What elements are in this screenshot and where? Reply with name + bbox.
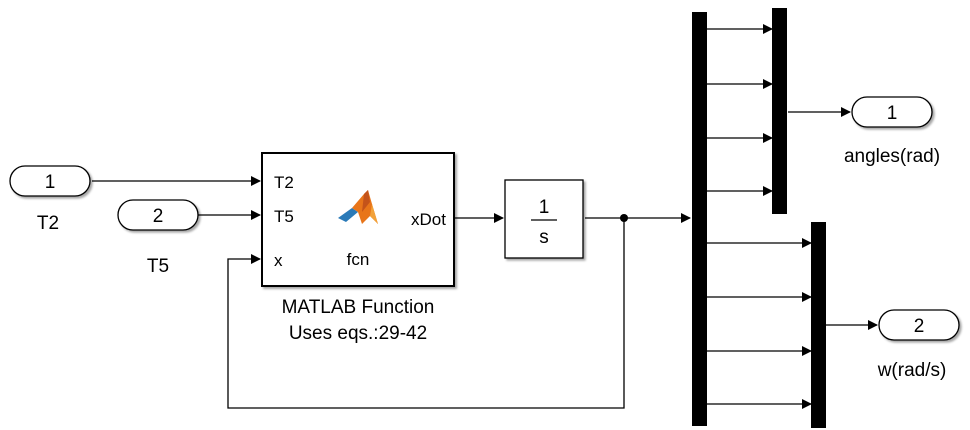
outport-block-1[interactable]: 1 — [851, 96, 933, 128]
inport-2-label: T5 — [147, 256, 169, 277]
inport-2-number: 2 — [153, 206, 164, 227]
matlab-function-caption-1: MATLAB Function — [282, 297, 435, 318]
outport-1-label: angles(rad) — [844, 146, 940, 167]
fcn-label: fcn — [347, 250, 370, 269]
branch-point — [620, 214, 628, 222]
matlab-logo-icon — [338, 190, 378, 224]
integrator-numerator: 1 — [539, 197, 550, 218]
demux-block[interactable] — [692, 12, 707, 426]
port-label-x: x — [274, 251, 283, 270]
outport-block-2[interactable]: 2 — [878, 309, 960, 341]
integrator-denominator: s — [539, 227, 549, 248]
integrator-block[interactable]: 1 s — [504, 179, 584, 259]
inport-1-number: 1 — [45, 172, 56, 193]
inport-1-label: T2 — [37, 213, 59, 234]
port-label-t2: T2 — [274, 173, 294, 192]
mux-block-angles[interactable] — [772, 8, 787, 214]
port-label-t5: T5 — [274, 207, 294, 226]
matlab-function-caption-2: Uses eqs.:29-42 — [289, 323, 427, 344]
signal-x-feedback — [227, 218, 625, 409]
inport-block-2[interactable]: 2 — [117, 199, 199, 231]
port-label-xdot: xDot — [411, 210, 446, 229]
signal-lines — [92, 24, 878, 409]
matlab-function-block[interactable]: T2 T5 x xDot fcn — [261, 152, 455, 287]
outport-2-label: w(rad/s) — [877, 360, 947, 381]
outport-1-number: 1 — [887, 103, 898, 124]
inport-block-1[interactable]: 1 — [9, 165, 91, 197]
outport-2-number: 2 — [914, 316, 925, 337]
mux-block-w[interactable] — [811, 222, 826, 428]
